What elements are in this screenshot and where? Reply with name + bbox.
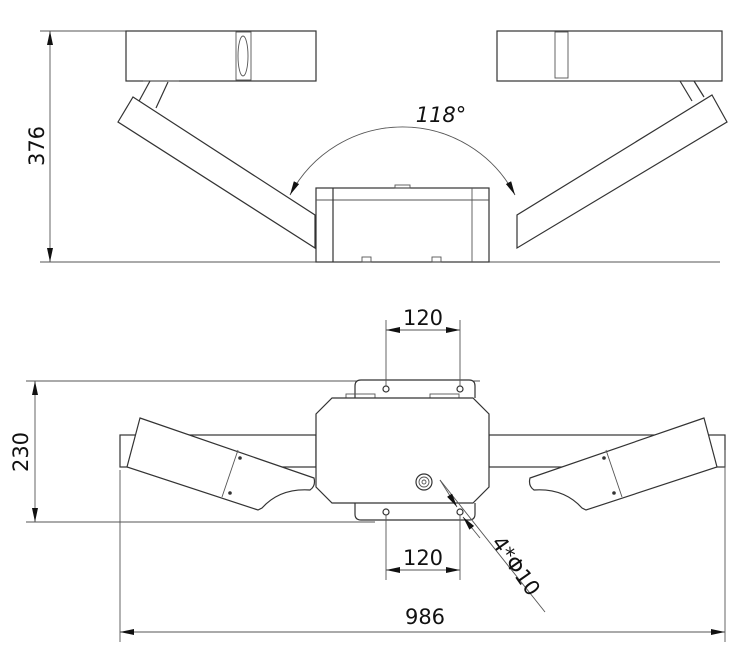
bottom-view: 230 xyxy=(9,306,726,642)
dimension-986: 986 xyxy=(119,450,726,642)
left-lamp xyxy=(126,417,316,511)
dimension-top-120: 120 xyxy=(385,306,461,386)
right-lamp-head xyxy=(496,30,723,102)
hole-callout: 4*Φ10 xyxy=(439,479,546,613)
top-120-label: 120 xyxy=(403,306,443,330)
left-lamp-head xyxy=(125,30,317,109)
top-view: 376 xyxy=(25,30,728,263)
dimension-376-label: 376 xyxy=(25,126,49,166)
center-plate xyxy=(315,397,490,504)
angle-label: 118° xyxy=(416,103,467,127)
dimension-bottom-120: 120 xyxy=(385,515,461,580)
right-arm xyxy=(516,94,728,250)
left-arm xyxy=(117,96,316,250)
hole-callout-label: 4*Φ10 xyxy=(487,532,545,601)
width-986-label: 986 xyxy=(405,605,445,629)
center-housing xyxy=(315,184,490,263)
right-lamp xyxy=(528,417,718,511)
dimension-230-label: 230 xyxy=(9,432,33,472)
angle-dimension: 118° xyxy=(289,103,516,196)
dimension-376: 376 xyxy=(25,30,720,263)
bottom-120-label: 120 xyxy=(403,546,443,570)
cable-gland xyxy=(415,473,433,491)
